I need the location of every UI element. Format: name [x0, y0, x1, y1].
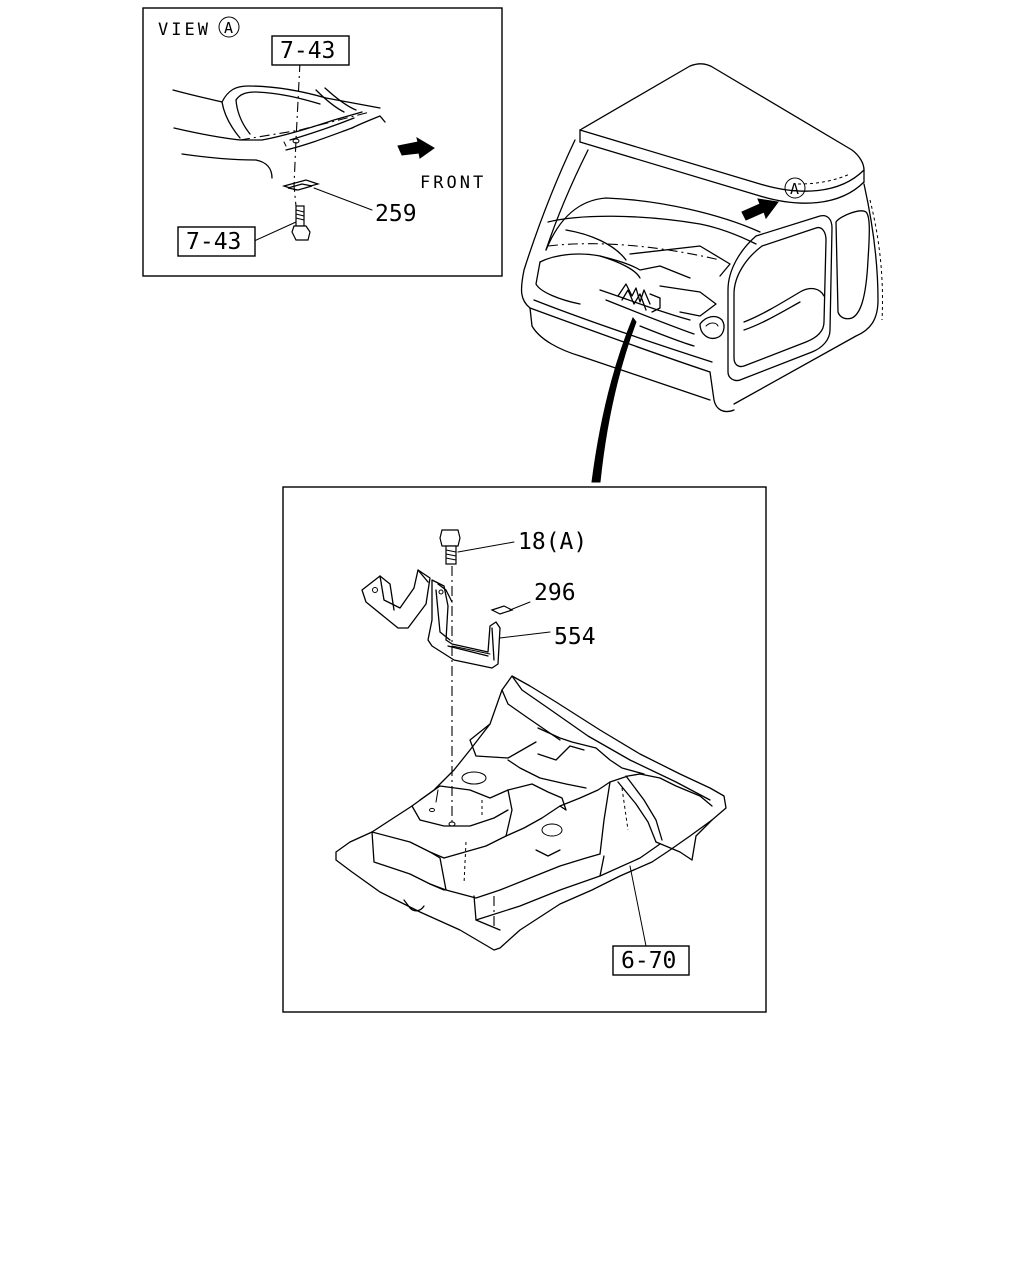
screw-part: [291, 205, 311, 241]
ref-7-43-bottom-box: [177, 226, 256, 257]
washer-part-296: [490, 605, 514, 615]
leader-259: [313, 187, 373, 211]
ref-7-43-bottom: 7-43: [186, 229, 241, 255]
front-label: FRONT: [420, 173, 486, 193]
leader-296: [509, 601, 531, 611]
front-arrow-icon: [397, 136, 435, 159]
bracket-highlight: [617, 283, 661, 313]
leader-6-70: [629, 865, 647, 947]
view-a-inset: VIEW A FRONT: [142, 7, 503, 277]
part-259-label: 259: [375, 201, 417, 227]
clip-part-259: [281, 179, 321, 191]
leader-554: [499, 631, 551, 639]
view-marker-circle: A: [218, 16, 240, 38]
floor-hole: [461, 771, 487, 785]
ref-6-70: 6-70: [621, 948, 676, 974]
view-label: VIEW: [158, 20, 211, 40]
floor-hole-right: [541, 823, 563, 837]
part-554-label: 554: [554, 624, 596, 650]
leader-18: [457, 541, 515, 553]
ref-7-43-top: 7-43: [280, 38, 335, 64]
view-a-arrow-icon: [741, 198, 779, 221]
view-marker-letter: A: [224, 19, 233, 37]
main-bracket-554: [427, 579, 501, 669]
roof-panel-drawing: [172, 85, 386, 179]
ref-7-43-top-box: [271, 35, 350, 66]
cab-marker-letter: A: [790, 180, 799, 198]
cab-overview: A: [520, 63, 883, 413]
part-18-label: 18(A): [518, 529, 587, 555]
detail-frame: [282, 486, 767, 1013]
detail-inset: 18(A) 296 554: [282, 486, 767, 1013]
floor-panel: [335, 675, 727, 951]
view-a-frame: [142, 7, 503, 277]
detail-connector: [591, 316, 637, 483]
ref-6-70-box: [612, 945, 690, 976]
left-bracket: [361, 569, 431, 629]
bolt-part-18: [439, 529, 461, 565]
view-a-centerline: [293, 61, 301, 207]
cab-marker-circle: A: [784, 177, 806, 199]
leader-7-43-bottom: [251, 221, 297, 243]
part-296-label: 296: [534, 580, 576, 606]
